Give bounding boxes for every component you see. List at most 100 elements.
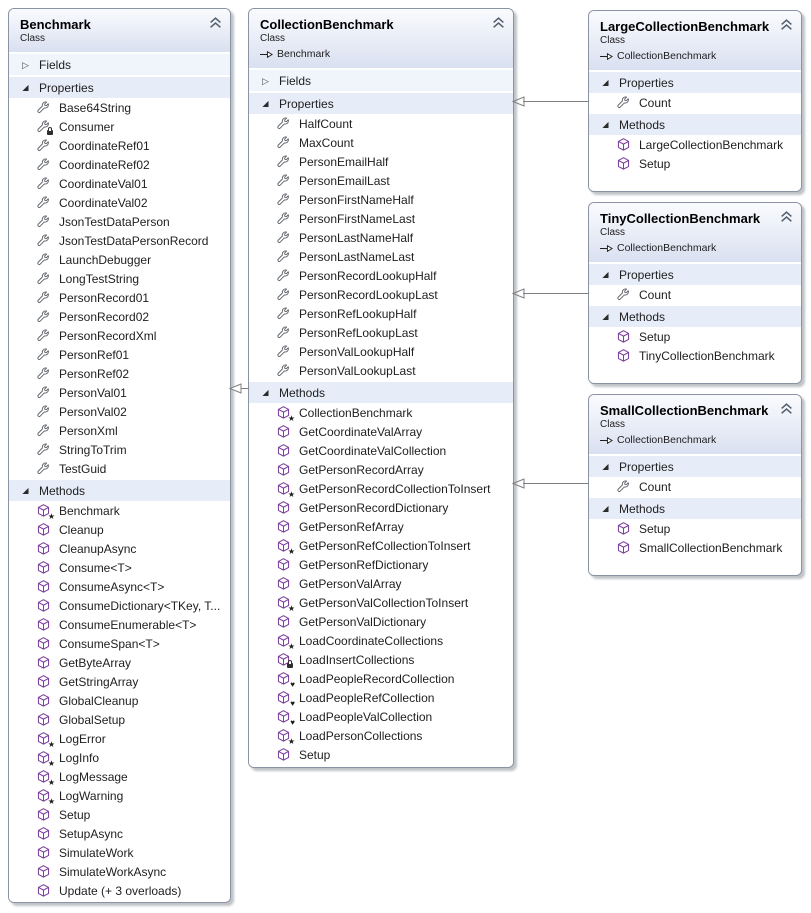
- member-row[interactable]: PersonRecordXml: [9, 326, 230, 345]
- member-row[interactable]: SimulateWork: [9, 843, 230, 862]
- member-row[interactable]: PersonRef01: [9, 345, 230, 364]
- class-box-largecollectionbenchmark[interactable]: LargeCollectionBenchmark Class Collectio…: [588, 10, 802, 192]
- section-header-methods[interactable]: ◢Methods: [9, 478, 230, 501]
- collapsed-expander-icon[interactable]: ▷: [22, 59, 29, 70]
- member-row[interactable]: GetPersonRecordDictionary: [249, 498, 513, 517]
- member-row[interactable]: SimulateWorkAsync: [9, 862, 230, 881]
- section-header-methods[interactable]: ◢Methods: [589, 496, 801, 519]
- member-row[interactable]: LongTestString: [9, 269, 230, 288]
- member-row[interactable]: PersonRefLookupLast: [249, 323, 513, 342]
- member-row[interactable]: GetPersonRecordArray: [249, 460, 513, 479]
- member-row[interactable]: CoordinateVal02: [9, 193, 230, 212]
- member-row[interactable]: ★LoadCoordinateCollections: [249, 631, 513, 650]
- member-row[interactable]: PersonLastNameLast: [249, 247, 513, 266]
- member-row[interactable]: PersonRecordLookupLast: [249, 285, 513, 304]
- member-row[interactable]: PersonFirstNameHalf: [249, 190, 513, 209]
- member-row[interactable]: Base64String: [9, 98, 230, 117]
- member-row[interactable]: CoordinateRef01: [9, 136, 230, 155]
- collapse-chevron-icon[interactable]: [780, 211, 793, 223]
- member-row[interactable]: Count: [589, 477, 801, 496]
- member-row[interactable]: ★LogMessage: [9, 767, 230, 786]
- member-row[interactable]: PersonXml: [9, 421, 230, 440]
- member-row[interactable]: StringToTrim: [9, 440, 230, 459]
- expanded-expander-icon[interactable]: ◢: [602, 119, 609, 129]
- member-row[interactable]: PersonEmailLast: [249, 171, 513, 190]
- member-row[interactable]: Consume<T>: [9, 558, 230, 577]
- member-row[interactable]: GetPersonRefDictionary: [249, 555, 513, 574]
- member-row[interactable]: Count: [589, 285, 801, 304]
- member-row[interactable]: SmallCollectionBenchmark: [589, 538, 801, 557]
- member-row[interactable]: PersonValLookupHalf: [249, 342, 513, 361]
- member-row[interactable]: LaunchDebugger: [9, 250, 230, 269]
- member-row[interactable]: GetPersonValDictionary: [249, 612, 513, 631]
- member-row[interactable]: Setup: [589, 154, 801, 173]
- member-row[interactable]: ★GetPersonValCollectionToInsert: [249, 593, 513, 612]
- inheritance-arrow-tinycollectionbenchmark-to-collectionbenchmark[interactable]: [511, 288, 589, 299]
- member-row[interactable]: TinyCollectionBenchmark: [589, 346, 801, 365]
- section-header-properties[interactable]: ◢Properties: [589, 454, 801, 477]
- class-box-smallcollectionbenchmark[interactable]: SmallCollectionBenchmark Class Collectio…: [588, 394, 802, 576]
- member-row[interactable]: LoadInsertCollections: [249, 650, 513, 669]
- expanded-expander-icon[interactable]: ◢: [602, 503, 609, 513]
- member-row[interactable]: Cleanup: [9, 520, 230, 539]
- member-row[interactable]: ★GetPersonRecordCollectionToInsert: [249, 479, 513, 498]
- member-row[interactable]: HalfCount: [249, 114, 513, 133]
- section-header-properties[interactable]: ◢Properties: [589, 70, 801, 93]
- member-row[interactable]: Consumer: [9, 117, 230, 136]
- member-row[interactable]: Setup: [249, 745, 513, 764]
- inheritance-arrow-smallcollectionbenchmark-to-collectionbenchmark[interactable]: [511, 478, 589, 489]
- class-box-collectionbenchmark[interactable]: CollectionBenchmark Class Benchmark ▷Fie…: [248, 8, 514, 768]
- member-row[interactable]: JsonTestDataPersonRecord: [9, 231, 230, 250]
- member-row[interactable]: PersonVal02: [9, 402, 230, 421]
- member-row[interactable]: Update (+ 3 overloads): [9, 881, 230, 900]
- member-row[interactable]: CleanupAsync: [9, 539, 230, 558]
- expanded-expander-icon[interactable]: ◢: [602, 269, 609, 279]
- member-row[interactable]: PersonVal01: [9, 383, 230, 402]
- member-row[interactable]: MaxCount: [249, 133, 513, 152]
- member-row[interactable]: ★GetPersonRefCollectionToInsert: [249, 536, 513, 555]
- expanded-expander-icon[interactable]: ◢: [22, 485, 29, 495]
- inheritance-arrow-largecollectionbenchmark-to-collectionbenchmark[interactable]: [511, 96, 589, 107]
- member-row[interactable]: GetCoordinateValArray: [249, 422, 513, 441]
- section-header-methods[interactable]: ◢Methods: [589, 304, 801, 327]
- member-row[interactable]: GetByteArray: [9, 653, 230, 672]
- section-header-properties[interactable]: ◢Properties: [9, 75, 230, 98]
- section-header-fields[interactable]: ▷Fields: [9, 52, 230, 75]
- expanded-expander-icon[interactable]: ◢: [602, 311, 609, 321]
- member-row[interactable]: CoordinateRef02: [9, 155, 230, 174]
- member-row[interactable]: TestGuid: [9, 459, 230, 478]
- member-row[interactable]: ♥LoadPeopleRefCollection: [249, 688, 513, 707]
- member-row[interactable]: ♥LoadPeopleValCollection: [249, 707, 513, 726]
- member-row[interactable]: PersonRecord01: [9, 288, 230, 307]
- collapsed-expander-icon[interactable]: ▷: [262, 75, 269, 86]
- member-row[interactable]: GlobalSetup: [9, 710, 230, 729]
- class-box-tinycollectionbenchmark[interactable]: TinyCollectionBenchmark Class Collection…: [588, 202, 802, 384]
- section-header-methods[interactable]: ◢Methods: [249, 380, 513, 403]
- inheritance-arrow-collectionbenchmark-to-benchmark[interactable]: [228, 383, 249, 394]
- member-row[interactable]: Setup: [589, 519, 801, 538]
- member-row[interactable]: Setup: [589, 327, 801, 346]
- member-row[interactable]: PersonLastNameHalf: [249, 228, 513, 247]
- member-row[interactable]: ConsumeDictionary<TKey, T...: [9, 596, 230, 615]
- member-row[interactable]: PersonEmailHalf: [249, 152, 513, 171]
- expanded-expander-icon[interactable]: ◢: [22, 82, 29, 92]
- collapse-chevron-icon[interactable]: [780, 403, 793, 415]
- expanded-expander-icon[interactable]: ◢: [262, 98, 269, 108]
- member-row[interactable]: CoordinateVal01: [9, 174, 230, 193]
- member-row[interactable]: ConsumeSpan<T>: [9, 634, 230, 653]
- section-header-properties[interactable]: ◢Properties: [589, 262, 801, 285]
- member-row[interactable]: SetupAsync: [9, 824, 230, 843]
- member-row[interactable]: GlobalCleanup: [9, 691, 230, 710]
- collapse-chevron-icon[interactable]: [209, 17, 222, 29]
- member-row[interactable]: ★CollectionBenchmark: [249, 403, 513, 422]
- member-row[interactable]: ConsumeEnumerable<T>: [9, 615, 230, 634]
- member-row[interactable]: PersonValLookupLast: [249, 361, 513, 380]
- collapse-chevron-icon[interactable]: [780, 19, 793, 31]
- member-row[interactable]: ConsumeAsync<T>: [9, 577, 230, 596]
- member-row[interactable]: PersonRefLookupHalf: [249, 304, 513, 323]
- member-row[interactable]: ★LoadPersonCollections: [249, 726, 513, 745]
- member-row[interactable]: GetCoordinateValCollection: [249, 441, 513, 460]
- expanded-expander-icon[interactable]: ◢: [602, 461, 609, 471]
- member-row[interactable]: LargeCollectionBenchmark: [589, 135, 801, 154]
